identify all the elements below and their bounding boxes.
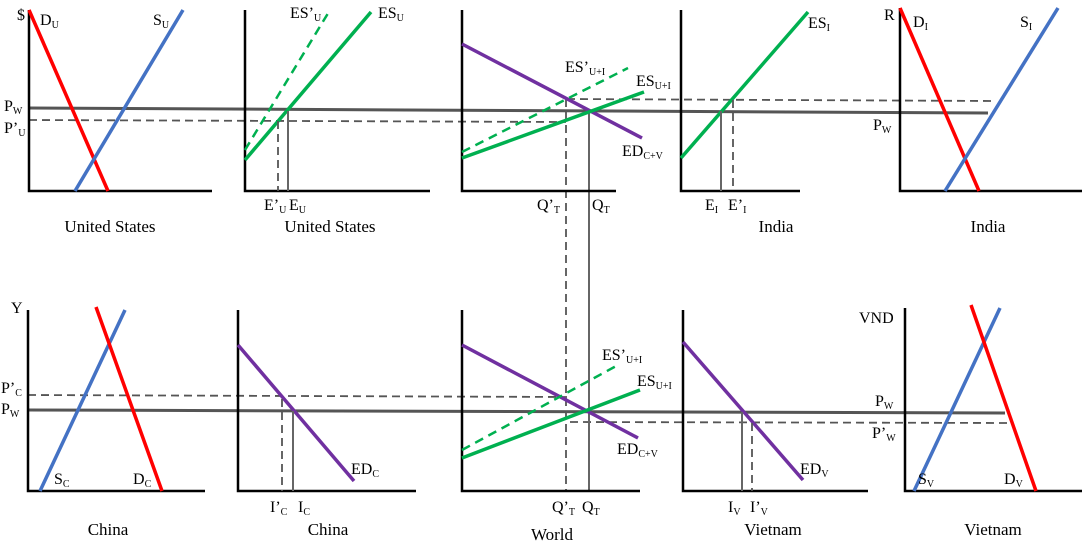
panel-world-bottom: ES’U+I ESU+I EDC+V Q’T QT World — [460, 310, 672, 544]
axes — [27, 10, 212, 193]
axes — [681, 310, 868, 493]
label-ed: EDC+V — [617, 441, 659, 460]
label-ei: EI — [705, 197, 718, 216]
label-ic-prime: I’C — [270, 499, 288, 518]
label-si: SI — [1020, 14, 1032, 33]
panel-us-market: $ DU SU PW P’U United States — [4, 7, 212, 236]
label-pw: PW — [4, 98, 23, 117]
vietnam-new-price-dashed — [569, 421, 1011, 424]
axes — [898, 8, 1082, 193]
label-pu-prime: P’U — [4, 120, 26, 139]
label-pc-prime: P’C — [1, 380, 22, 399]
panel-title: Vietnam — [744, 520, 802, 539]
demand-curve — [94, 306, 164, 492]
export-supply-curve — [243, 10, 373, 162]
label-sv: SV — [918, 471, 935, 490]
label-eu-prime: E’U — [264, 197, 287, 216]
export-supply-shifted — [243, 9, 332, 151]
label-es-prime: ES’U+I — [602, 347, 642, 366]
label-es: ESU+I — [637, 373, 672, 392]
label-du: DU — [40, 12, 60, 31]
supply-curve — [73, 9, 185, 192]
us-new-price-dashed — [28, 119, 567, 123]
india-new-price-dashed — [566, 98, 996, 102]
export-supply-shifted — [461, 66, 629, 154]
label-pw: PW — [1, 401, 20, 420]
label-pw-prime: P’W — [872, 425, 896, 444]
export-demand-curve — [461, 343, 639, 440]
label-ei-prime: E’I — [728, 197, 746, 216]
panel-title: United States — [64, 217, 155, 236]
axis-label: $ — [17, 7, 25, 24]
label-iv: IV — [728, 499, 741, 518]
label-qt: QT — [592, 197, 610, 216]
label-pw: PW — [873, 117, 892, 136]
label-edv: EDV — [800, 461, 829, 480]
label-su: SU — [153, 12, 170, 31]
label-qt-prime: Q’T — [537, 197, 560, 216]
supply-curve — [912, 307, 1002, 492]
panel-title: India — [759, 217, 794, 236]
label-iv-prime: I’V — [750, 499, 769, 518]
panel-china-import-demand: EDC I’C IC China — [236, 310, 416, 539]
panel-india-market: R DI SI PW India — [873, 7, 1082, 236]
label-dc: DC — [133, 471, 152, 490]
panel-world-top: ES’U+I ESU+I EDC+V Q’T QT — [460, 10, 671, 216]
axes — [243, 10, 430, 193]
import-demand-curve — [236, 343, 356, 483]
demand-curve — [27, 9, 110, 192]
export-supply-curve — [679, 10, 810, 160]
label-di: DI — [913, 14, 928, 33]
supply-curve — [38, 309, 127, 492]
label-es: ESU — [378, 5, 405, 24]
panel-title: India — [971, 217, 1006, 236]
panel-vietnam-import-demand: EDV IV I’V Vietnam — [681, 310, 868, 539]
panel-vietnam-market: VND PW P’W SV DV Vietnam — [859, 304, 1082, 539]
label-pw: PW — [875, 393, 894, 412]
panel-title: China — [308, 520, 349, 539]
export-supply-curve — [461, 90, 645, 160]
panel-title: World — [531, 525, 574, 544]
axis-label: R — [884, 7, 895, 24]
export-supply-curve — [461, 388, 641, 460]
label-dv: DV — [1004, 471, 1024, 490]
label-qt: QT — [582, 499, 600, 518]
panel-title: China — [88, 520, 129, 539]
label-edc: EDC — [351, 461, 379, 480]
demand-curve — [969, 304, 1038, 492]
world-price-line-bottom — [27, 408, 1006, 415]
label-ed: EDC+V — [622, 143, 664, 162]
axes — [679, 10, 800, 193]
export-demand-curve — [461, 42, 643, 140]
label-es: ESU+I — [636, 73, 671, 92]
china-new-price-dashed — [27, 394, 568, 398]
panel-china-market: Y P’C PW SC DC China — [1, 300, 205, 539]
axes — [903, 308, 1082, 493]
axes — [26, 310, 205, 493]
panel-india-export-supply: ESI EI E’I India — [679, 10, 830, 236]
panel-title: Vietnam — [964, 520, 1022, 539]
axis-label: VND — [859, 310, 894, 327]
label-es: ESI — [808, 15, 830, 34]
panel-us-export-supply: ES’U ESU E’U EU United States — [243, 5, 430, 236]
label-ic: IC — [298, 499, 310, 518]
label-sc: SC — [54, 471, 70, 490]
axes — [460, 10, 616, 193]
import-demand-curve — [681, 340, 805, 482]
axes — [460, 310, 640, 493]
axis-label: Y — [11, 300, 23, 317]
label-eu: EU — [289, 197, 307, 216]
label-es-prime: ES’U — [290, 5, 322, 24]
panel-title: United States — [284, 217, 375, 236]
supply-curve — [943, 7, 1060, 192]
demand-curve — [898, 7, 981, 192]
label-es-prime: ES’U+I — [565, 59, 605, 78]
axes — [236, 310, 416, 493]
label-qt-prime: Q’T — [552, 499, 575, 518]
world-price-line-top — [28, 106, 989, 115]
